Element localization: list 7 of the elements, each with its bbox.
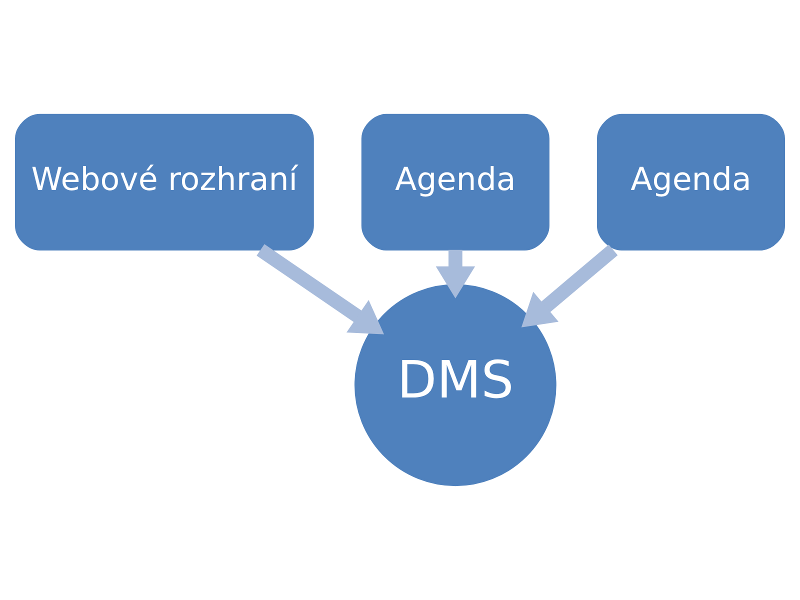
node-circle: DMS (354, 284, 556, 486)
arrow (256, 244, 384, 334)
arrow (436, 250, 476, 298)
node-box: Agenda (361, 114, 550, 251)
node-box: Webové rozhraní (15, 114, 314, 251)
arrow (521, 244, 618, 328)
node-box: Agenda (596, 114, 785, 251)
